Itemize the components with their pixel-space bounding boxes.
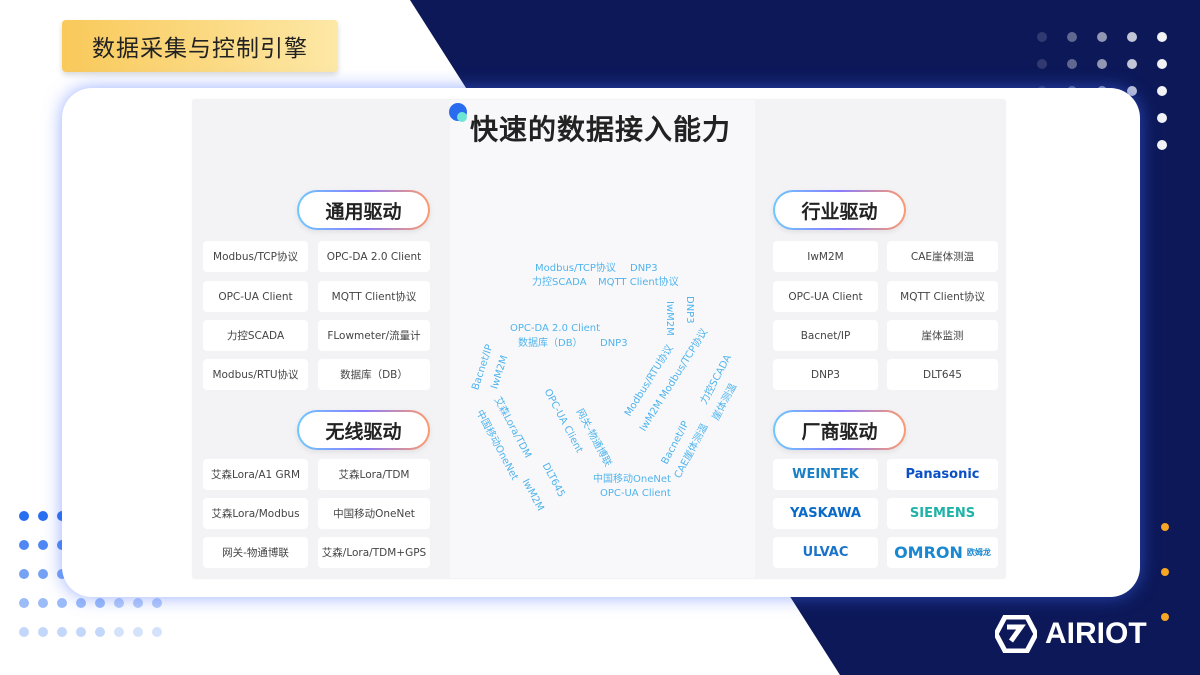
general-driver-item: 数据库（DB）: [318, 359, 430, 390]
dot: [38, 627, 48, 637]
wireless-driver-item: 艾森Lora/TDM: [318, 459, 430, 490]
wireless-driver-item: 中国移动OneNet: [318, 498, 430, 529]
dot: [1127, 86, 1137, 96]
general-driver-item: OPC-UA Client: [203, 281, 308, 312]
industry-drivers-heading: 行业驱动: [773, 190, 906, 230]
dot: [1161, 568, 1169, 576]
industry-driver-item: OPC-UA Client: [773, 281, 878, 312]
dot: [114, 627, 124, 637]
industry-driver-item: DNP3: [773, 359, 878, 390]
dot: [38, 540, 48, 550]
dot: [1127, 32, 1137, 42]
vendor-logo-subtext: 欧姆龙: [966, 548, 991, 557]
bubble-icon-small: [457, 112, 467, 122]
dot: [152, 627, 162, 637]
dot: [1097, 32, 1107, 42]
dot: [38, 511, 48, 521]
dot: [76, 598, 86, 608]
dot: [1067, 32, 1077, 42]
industry-driver-item: DLT645: [887, 359, 998, 390]
brand-name: AIRIOT: [1045, 617, 1147, 650]
general-driver-item: FLowmeter/流量计: [318, 320, 430, 351]
industry-driver-item: 崖体监测: [887, 320, 998, 351]
driver-fragment: OPC-UA Client: [600, 488, 671, 499]
industry-driver-item: Bacnet/IP: [773, 320, 878, 351]
dot: [95, 627, 105, 637]
section-tag: 数据采集与控制引擎: [62, 20, 338, 72]
general-driver-item: 力控SCADA: [203, 320, 308, 351]
general-driver-item: Modbus/RTU协议: [203, 359, 308, 390]
driver-fragment: MQTT Client协议: [598, 277, 679, 288]
dot: [76, 627, 86, 637]
dot: [38, 569, 48, 579]
dot: [1067, 59, 1077, 69]
driver-fragment: DNP3: [600, 338, 628, 349]
airiot-logo-icon: [995, 615, 1037, 653]
dot: [38, 598, 48, 608]
wireless-driver-item: 艾森Lora/A1 GRM: [203, 459, 308, 490]
dot: [1157, 59, 1167, 69]
vendor-drivers-heading: 厂商驱动: [773, 410, 906, 450]
general-drivers-heading: 通用驱动: [297, 190, 430, 230]
dot: [1037, 59, 1047, 69]
dot: [1157, 113, 1167, 123]
slide-title: 快速的数据接入能力: [470, 113, 732, 146]
vendor-logo-yaskawa: YASKAWA: [773, 498, 878, 529]
driver-fragment: DNP3: [630, 263, 658, 274]
general-driver-item: OPC-DA 2.0 Client: [318, 241, 430, 272]
dot: [133, 627, 143, 637]
dot: [1157, 32, 1167, 42]
dot: [133, 598, 143, 608]
dot: [152, 598, 162, 608]
wireless-drivers-heading: 无线驱动: [297, 410, 430, 450]
driver-fragment: OPC-DA 2.0 Client: [510, 323, 601, 334]
dot: [1127, 59, 1137, 69]
general-driver-item: Modbus/TCP协议: [203, 241, 308, 272]
dot: [1157, 140, 1167, 150]
vendor-logo-weintek: WEINTEK: [773, 459, 878, 490]
driver-fragment: IwM2M: [664, 301, 675, 336]
general-driver-item: MQTT Client协议: [318, 281, 430, 312]
dot: [19, 511, 29, 521]
industry-driver-item: IwM2M: [773, 241, 878, 272]
wireless-driver-item: 艾森/Lora/TDM+GPS: [318, 537, 430, 568]
driver-fragment: 数据库（DB）: [518, 338, 583, 349]
driver-fragment: 中国移动OneNet: [593, 474, 671, 485]
vendor-logo-panasonic: Panasonic: [887, 459, 998, 490]
center-panel: [450, 100, 755, 578]
driver-fragment: DNP3: [684, 296, 695, 324]
wireless-driver-item: 网关-物通博联: [203, 537, 308, 568]
vendor-logo-siemens: SIEMENS: [887, 498, 998, 529]
wireless-driver-item: 艾森Lora/Modbus: [203, 498, 308, 529]
dot: [19, 598, 29, 608]
dot: [95, 598, 105, 608]
dot: [1037, 32, 1047, 42]
vendor-logo-ulvac: ULVAC: [773, 537, 878, 568]
dot: [1161, 523, 1169, 531]
driver-fragment: Modbus/TCP协议: [535, 263, 616, 274]
dot: [1097, 59, 1107, 69]
dot: [1161, 613, 1169, 621]
dot: [114, 598, 124, 608]
dot: [1157, 86, 1167, 96]
driver-fragment: 力控SCADA: [532, 277, 587, 288]
dot: [19, 627, 29, 637]
dot: [57, 598, 67, 608]
industry-driver-item: MQTT Client协议: [887, 281, 998, 312]
industry-driver-item: CAE崖体测温: [887, 241, 998, 272]
vendor-logo-text: OMRON: [894, 543, 963, 562]
brand-logo: AIRIOT: [995, 615, 1147, 653]
dot: [19, 540, 29, 550]
dot: [57, 627, 67, 637]
dot: [19, 569, 29, 579]
